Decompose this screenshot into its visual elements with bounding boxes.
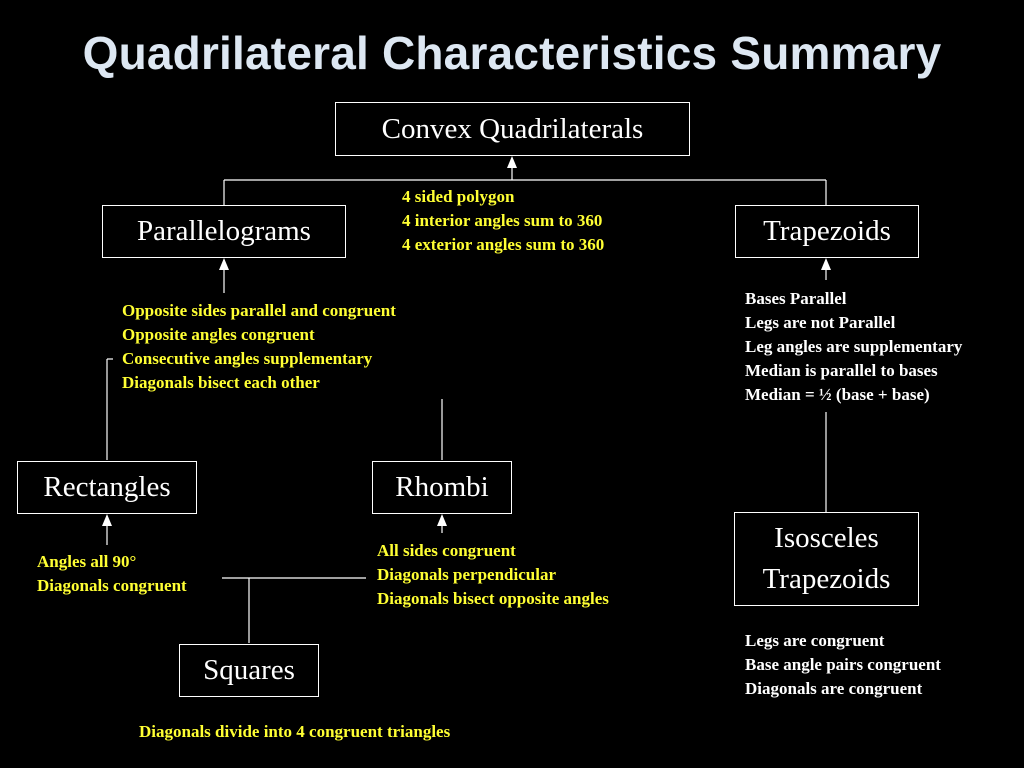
node-parallelograms: Parallelograms <box>102 205 346 258</box>
notes-isosceles-trapezoids: Legs are congruent Base angle pairs cong… <box>745 629 941 701</box>
note-line: Diagonals are congruent <box>745 679 923 698</box>
notes-rectangles: Angles all 90° Diagonals congruent <box>37 550 187 598</box>
notes-convex: 4 sided polygon 4 interior angles sum to… <box>402 185 604 257</box>
note-line: Diagonals perpendicular <box>377 565 556 584</box>
note-line: Angles all 90° <box>37 552 137 571</box>
notes-parallelograms: Opposite sides parallel and congruent Op… <box>122 299 396 395</box>
page-title: Quadrilateral Characteristics Summary <box>82 27 942 79</box>
note-line: Diagonals bisect each other <box>122 373 320 392</box>
note-line: Diagonals bisect opposite angles <box>377 589 609 608</box>
note-line: 4 exterior angles sum to 360 <box>402 235 605 254</box>
arrowhead-rectangles <box>102 514 112 526</box>
arrowhead-parallelograms <box>219 258 229 270</box>
notes-rhombi: All sides congruent Diagonals perpendicu… <box>377 539 609 611</box>
note-line: Legs are not Parallel <box>745 313 896 332</box>
node-trapezoids: Trapezoids <box>735 205 919 258</box>
node-isosceles-line1: Isosceles <box>774 522 879 554</box>
note-line: Consecutive angles supplementary <box>122 349 373 368</box>
note-line: 4 sided polygon <box>402 187 515 206</box>
note-line: Leg angles are supplementary <box>745 337 963 356</box>
note-line: Median is parallel to bases <box>745 361 938 380</box>
node-convex-quadrilaterals: Convex Quadrilaterals <box>335 102 690 156</box>
note-line: Opposite sides parallel and congruent <box>122 301 396 320</box>
note-line: Legs are congruent <box>745 631 885 650</box>
node-squares: Squares <box>179 644 319 697</box>
note-line: Diagonals congruent <box>37 576 187 595</box>
node-isosceles-trapezoids: Isosceles Trapezoids <box>734 512 919 606</box>
note-line: All sides congruent <box>377 541 516 560</box>
note-line: Bases Parallel <box>745 289 847 308</box>
node-rhombi: Rhombi <box>372 461 512 514</box>
node-isosceles-line2: Trapezoids <box>762 563 891 595</box>
note-line: 4 interior angles sum to 360 <box>402 211 603 230</box>
note-line: Diagonals divide into 4 congruent triang… <box>139 722 451 741</box>
arrowhead-convex <box>507 156 517 168</box>
note-line: Median = ½ (base + base) <box>745 385 930 404</box>
notes-trapezoids: Bases Parallel Legs are not Parallel Leg… <box>745 287 962 407</box>
arrowhead-rhombi <box>437 514 447 526</box>
arrowhead-trapezoids <box>821 258 831 270</box>
notes-squares: Diagonals divide into 4 congruent triang… <box>139 720 450 744</box>
note-line: Base angle pairs congruent <box>745 655 941 674</box>
note-line: Opposite angles congruent <box>122 325 315 344</box>
node-rectangles: Rectangles <box>17 461 197 514</box>
